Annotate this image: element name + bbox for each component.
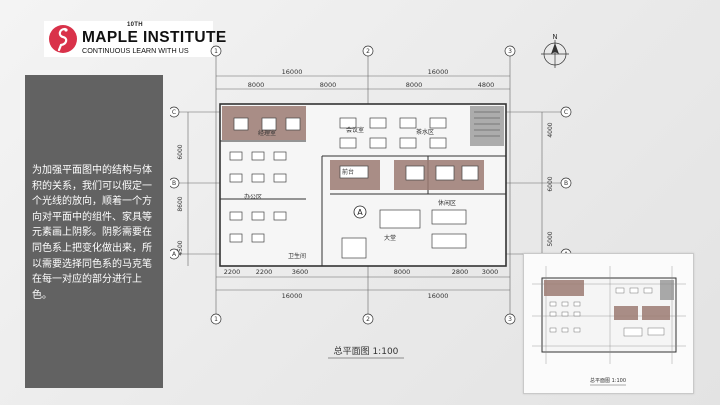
description-text: 为加强平面图中的结构与体积的关系，我们可以假定一个光线的放向，顺着一个方向对平面… [32, 165, 152, 301]
dimension-label: 16000 [428, 292, 449, 300]
room-label: 休闲区 [438, 199, 456, 207]
grid-bubble-label: C [564, 109, 568, 116]
grid-bubble-label: A [172, 251, 177, 258]
dimension-label: 8000 [394, 268, 411, 276]
dimension-label: 4000 [547, 122, 554, 137]
section-marker-label: A [357, 208, 363, 217]
room-label: 大堂 [384, 234, 396, 242]
thumbnail-title: 总平面图 1:100 [590, 377, 626, 384]
dimension-label: 3000 [482, 268, 499, 276]
plan-thumbnail: 总平面图 1:100 [523, 253, 694, 394]
room-label: 会议室 [346, 126, 364, 134]
room-label: 经理室 [258, 129, 276, 137]
flamingo-logo-icon [49, 25, 77, 53]
dimension-label: 16000 [282, 68, 303, 76]
description-panel: 为加强平面图中的结构与体积的关系，我们可以假定一个光线的放向，顺着一个方向对平面… [25, 75, 163, 388]
dimension-label: 16000 [428, 68, 449, 76]
grid-bubble-label: 1 [214, 316, 218, 323]
dimension-label: 2200 [224, 268, 241, 276]
grid-bubble-label: 1 [214, 48, 218, 55]
dimension-label: 8600 [177, 196, 184, 211]
dimension-label: 2800 [452, 268, 469, 276]
grid-bubble-label: 3 [508, 316, 512, 323]
grid-bubble-label: B [564, 180, 568, 187]
dimension-label: 2200 [256, 268, 273, 276]
dimension-label: 6000 [547, 176, 554, 191]
institute-logo: 10TH MAPLE INSTITUTE CONTINUOUS LEARN WI… [44, 21, 226, 57]
section-marker [353, 205, 367, 219]
dimension-label: 16000 [282, 292, 303, 300]
plan-thumbnail-drawing: 总平面图 1:100 [532, 266, 686, 386]
dimension-label: 4500 [177, 240, 184, 255]
logo-rank: 10TH [127, 22, 143, 28]
room-label: 茶水区 [416, 128, 434, 136]
grid-bubble-label: 3 [508, 48, 512, 55]
compass-label: N [552, 34, 557, 41]
dimension-label: 8000 [406, 81, 423, 89]
plan-title: 总平面图 1:100 [334, 345, 399, 357]
grid-bubble-label: 2 [366, 48, 370, 55]
dimension-label: 4800 [478, 81, 495, 89]
grid-bubble-label: 2 [366, 316, 370, 323]
logo-tagline: CONTINUOUS LEARN WITH US [82, 46, 189, 55]
dimension-label: 8000 [248, 81, 265, 89]
dimension-label: 6000 [177, 144, 184, 159]
room-label: 办公区 [244, 193, 262, 201]
floor-plan-drawing: A 经理室 会议室 办公区 大堂 前台 休闲区 茶水区 卫生间 16000 16… [170, 34, 572, 359]
north-compass-icon [541, 40, 569, 68]
logo-title: MAPLE INSTITUTE [82, 29, 227, 46]
grid-bubble-label: B [172, 180, 176, 187]
room-label: 卫生间 [288, 252, 306, 260]
grid-bubble-label: C [172, 109, 176, 116]
room-label: 前台 [342, 168, 354, 176]
dimension-label: 5000 [547, 231, 554, 246]
dimension-label: 8000 [320, 81, 337, 89]
dimension-label: 3600 [292, 268, 309, 276]
